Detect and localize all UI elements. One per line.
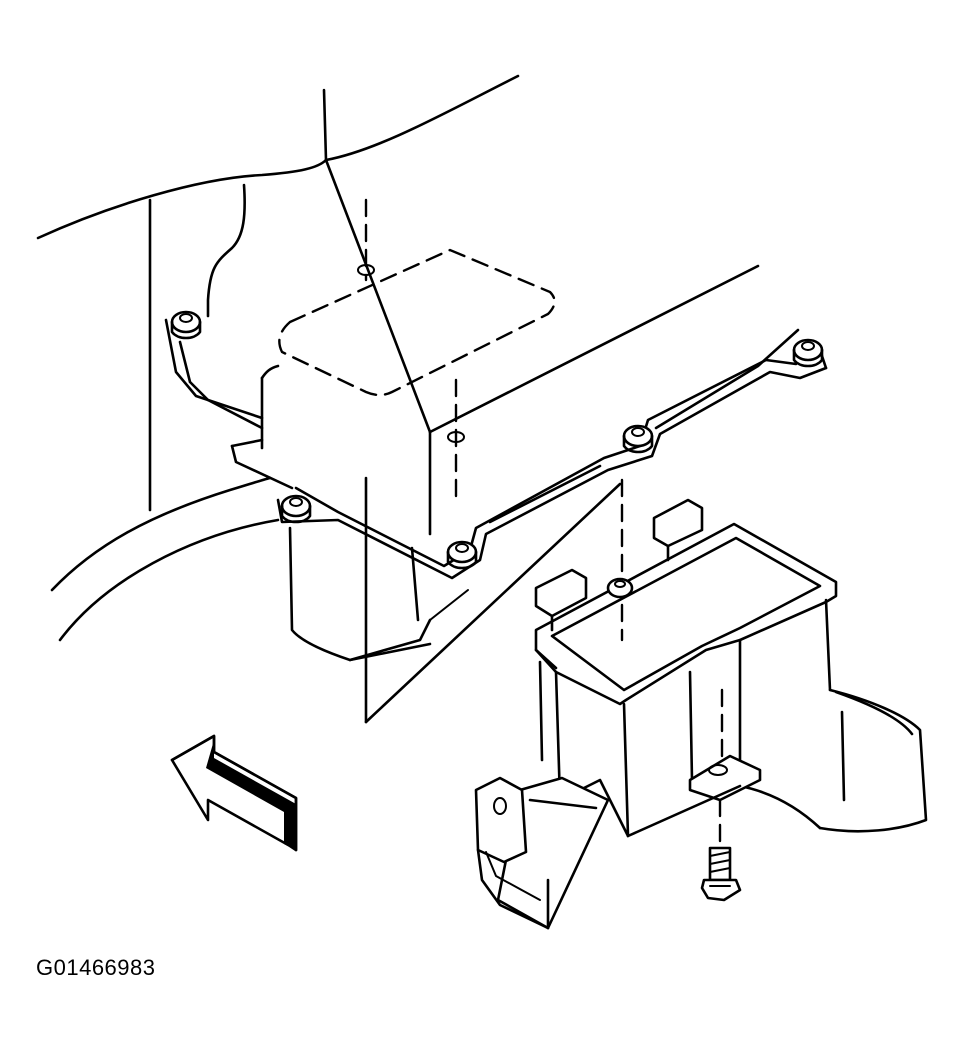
flange-bolt-3 bbox=[446, 540, 478, 570]
lower-duct bbox=[474, 498, 928, 930]
upper-housing bbox=[260, 158, 760, 536]
alignment-line bbox=[606, 478, 634, 642]
flange-bolt-4 bbox=[622, 424, 654, 454]
flange-bolt-5 bbox=[792, 338, 824, 368]
screw bbox=[700, 798, 742, 902]
dash-panel-outline bbox=[36, 74, 520, 642]
figure-code: G01466983 bbox=[36, 955, 156, 980]
mounting-flange bbox=[164, 318, 828, 580]
flange-bolt-2 bbox=[280, 494, 312, 524]
upper-module-lower-box bbox=[288, 476, 622, 724]
flange-bolt-1 bbox=[170, 310, 202, 340]
direction-arrow bbox=[170, 734, 298, 852]
hidden-outline bbox=[278, 198, 556, 502]
